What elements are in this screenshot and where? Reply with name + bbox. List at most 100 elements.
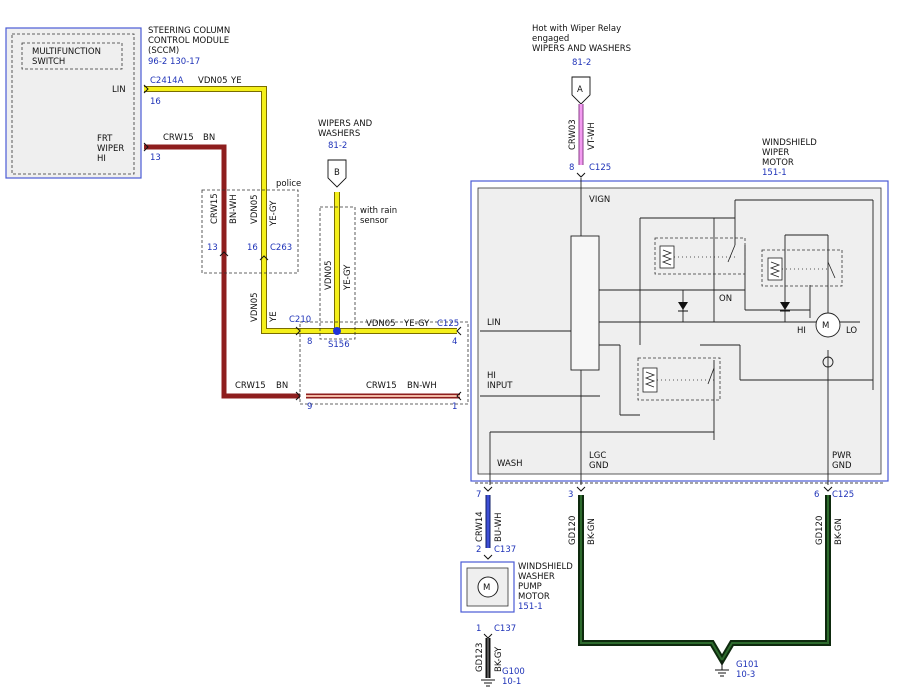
hot-relay-line-1: Hot with Wiper Relay: [532, 24, 621, 34]
wire-crw03: CRW03: [568, 119, 578, 150]
pwr-gnd-label-2: GND: [832, 461, 852, 471]
wire-crw15-right: CRW15: [366, 381, 397, 391]
hot-relay-a: Hot with Wiper Relay engaged WIPERS AND …: [532, 24, 631, 178]
pump-title-1: WINDSHIELD: [518, 562, 573, 572]
wash-label: WASH: [497, 459, 523, 469]
sccm-title-2: CONTROL MODULE: [148, 36, 229, 46]
pump-m-label: M: [483, 583, 490, 593]
wire-crw15-bottom: CRW15: [235, 381, 266, 391]
pin-16-c263: 16: [247, 243, 258, 253]
wire-vdn05-mid: VDN05: [366, 319, 396, 329]
pin-2-c137: 2: [476, 545, 481, 555]
on-label: ON: [719, 294, 732, 304]
multifunction-switch-label-2: SWITCH: [32, 57, 65, 67]
wire-bkgn-left: BK-GN: [587, 518, 597, 545]
wire-bnwh-vert: BN-WH: [229, 194, 239, 224]
c125-top-label: C125: [589, 163, 611, 173]
wire-bn-top: BN: [203, 133, 215, 143]
sccm-wiper-label: WIPER: [97, 144, 124, 154]
wire-gd120-left: GD120: [568, 516, 578, 545]
wiper-motor-title-2: WIPER: [762, 148, 789, 158]
wire-bnwh-right: BN-WH: [407, 381, 437, 391]
wire-buwh: BU-WH: [494, 512, 504, 542]
wire-ye-lower: YE: [269, 311, 279, 323]
wire-crw14: CRW14: [475, 511, 485, 542]
connector-a-letter: A: [577, 85, 583, 95]
c137-bottom-label: C137: [494, 624, 516, 634]
splice-s156: S156: [328, 340, 350, 350]
motor-lin-label: LIN: [487, 318, 501, 328]
wire-vdn05-lower: VDN05: [250, 292, 260, 322]
pump-title-3: PUMP: [518, 582, 542, 592]
wire-gd123: GD123: [475, 643, 485, 672]
wire-crw15-vert: CRW15: [210, 193, 220, 224]
wire-bkgy: BK-GY: [494, 646, 504, 672]
washer-pump: CRW14 BU-WH 2 C137 M WINDSHIELD WASHER P…: [460, 495, 573, 687]
connector-b-letter: B: [334, 168, 340, 178]
pump-title-2: WASHER: [518, 572, 555, 582]
sccm-title-1: STEERING COLUMN: [148, 26, 230, 36]
pin-13-c263: 13: [207, 243, 218, 253]
wire-vdn05-top: VDN05: [198, 76, 228, 86]
pwr-gnd-label-1: PWR: [832, 451, 852, 461]
wipers-b-title-2: WASHERS: [318, 129, 360, 139]
hot-relay-line-3: WIPERS AND WASHERS: [532, 44, 631, 54]
wiper-motor-ref: 151-1: [762, 168, 787, 178]
connector-arrows: [143, 84, 462, 401]
pin-1-c125: 1: [452, 402, 457, 412]
wire-bn-bottom: BN: [276, 381, 288, 391]
c263-box: police 13 16 C263 CRW15 BN-WH VDN05 YE-G…: [201, 179, 301, 274]
wire-vdn05-vert: VDN05: [250, 194, 260, 224]
sccm-refs: 96-2 130-17: [148, 57, 200, 67]
c210-label: C210: [289, 315, 311, 325]
wiper-motor-title-1: WINDSHIELD: [762, 138, 817, 148]
pump-title-4: MOTOR: [518, 592, 550, 602]
c210-box: C210 8 9 VDN05 YE-GY C125 4 CRW15 BN CRW…: [235, 315, 469, 412]
lgc-gnd-label-2: GND: [589, 461, 609, 471]
pin-4-c125: 4: [452, 337, 457, 347]
c263-label: C263: [270, 243, 292, 253]
wire-yegy-vert: YE-GY: [269, 200, 279, 227]
wire-ye-top: YE: [230, 76, 242, 86]
pin-16-sccm: 16: [150, 97, 161, 107]
hot-relay-ref: 81-2: [572, 58, 591, 68]
g100-label: G100: [502, 667, 525, 677]
g100-ref: 10-1: [502, 677, 521, 687]
wire-gd120-right: GD120: [815, 516, 825, 545]
ground-wires: [578, 495, 831, 677]
wipers-b-title-1: WIPERS AND: [318, 119, 373, 129]
wire-vtwh: VT-WH: [587, 122, 597, 150]
pin-1-c137: 1: [476, 624, 481, 634]
sccm-lin-label: LIN: [112, 85, 126, 95]
wire-yegy-b: YE-GY: [343, 264, 353, 291]
hi-input-label-2: INPUT: [487, 381, 513, 391]
police-label: police: [276, 179, 301, 189]
hi-input-label-1: HI: [487, 371, 496, 381]
c125-mid-label: C125: [437, 319, 459, 329]
pin-9-c210: 9: [307, 402, 312, 412]
wiper-motor-title-3: MOTOR: [762, 158, 794, 168]
pin-8-c125: 8: [569, 163, 574, 173]
lgc-gnd-label-1: LGC: [589, 451, 606, 461]
c2414a-label: C2414A: [150, 76, 184, 86]
hi-wire: [144, 144, 460, 399]
sccm-title-3: (SCCM): [148, 46, 179, 56]
wire-vdn05-b: VDN05: [324, 260, 334, 290]
lin-wire: [144, 86, 457, 334]
motor-lo-label: LO: [846, 326, 857, 336]
wiper-motor: WINDSHIELD WIPER MOTOR 151-1 VIGN LIN HI…: [470, 138, 889, 485]
rain-sensor-label-1: with rain: [360, 206, 397, 216]
motor-hi-label: HI: [797, 326, 806, 336]
wire-bkgn-right: BK-GN: [834, 518, 844, 545]
wipers-washers-b: WIPERS AND WASHERS 81-2 B with rain sens…: [318, 119, 397, 350]
pump-ref: 151-1: [518, 602, 543, 612]
pin-6-c125: 6: [814, 490, 819, 500]
sccm-frt-label: FRT: [97, 134, 113, 144]
g101-label: G101: [736, 660, 759, 670]
motor-m-label: M: [822, 321, 829, 331]
sccm-module: MULTIFUNCTION SWITCH LIN FRT WIPER HI ST…: [5, 26, 230, 179]
wire-yegy-mid: YE-GY: [403, 319, 430, 329]
c137-top-label: C137: [494, 545, 516, 555]
rain-sensor-label-2: sensor: [360, 216, 389, 226]
